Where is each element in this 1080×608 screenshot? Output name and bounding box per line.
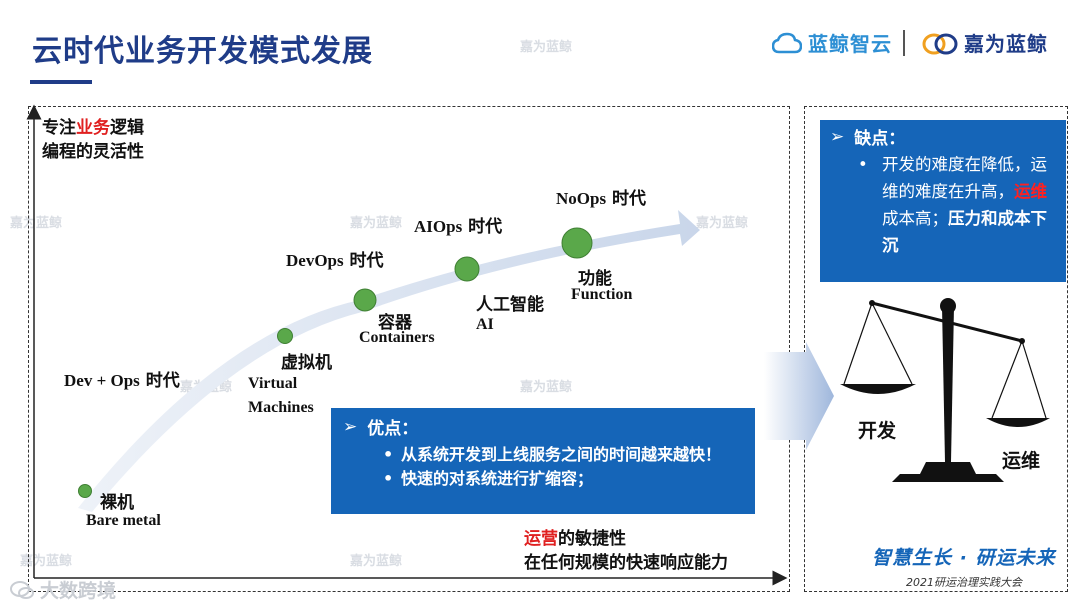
canway-logo: 嘉为蓝鲸 <box>922 28 1048 57</box>
scale-label-ops: 运维 <box>1002 450 1041 472</box>
x-axis-label-suffix: 的敏捷性 <box>558 529 626 549</box>
y-axis-label-prefix: 专注 <box>42 118 76 138</box>
bk-cloud-logo: 蓝鲸智云 <box>772 28 892 57</box>
stage-label-ai-zh: 人工智能 <box>476 295 544 315</box>
cons-box: ➢ 缺点： 开发的难度在降低，运维的难度在升高，运维成本高；压力和成本下沉 <box>820 120 1066 282</box>
stage-node-virtual-machines <box>277 328 293 344</box>
growth-arrow <box>78 210 700 512</box>
stage-label-vm-zh: 虚拟机 <box>281 353 332 373</box>
era-aiops-en: AIOps <box>414 217 463 236</box>
watermark: 嘉为蓝鲸 <box>350 216 403 231</box>
y-axis-label: 专注业务逻辑 编程的灵活性 <box>42 116 144 164</box>
y-axis-label-highlight: 业务 <box>76 118 110 138</box>
chevron-right-icon: ➢ <box>343 416 358 437</box>
logo-divider <box>903 30 905 56</box>
watermark: 嘉为蓝鲸 <box>20 554 73 569</box>
wechat-icon <box>10 580 34 599</box>
x-axis-label: 运营的敏捷性 在任何规模的快速响应能力 <box>524 527 728 575</box>
watermark: 嘉为蓝鲸 <box>350 554 403 569</box>
cons-header: ➢ 缺点： <box>830 124 1056 150</box>
cons-text-highlight: 运维 <box>1014 182 1047 201</box>
evolution-panel <box>28 106 790 592</box>
cloud-icon <box>772 32 802 53</box>
pros-list: 从系统开发到上线服务之间的时间越来越快！ 快速的对系统进行扩缩容； <box>383 443 743 491</box>
stage-label-containers-en: Containers <box>359 329 435 346</box>
stage-label-containers-zh: 容器 <box>378 313 412 333</box>
stage-node-bare-metal <box>78 484 92 498</box>
whale-icon <box>922 33 958 54</box>
stage-label-function-zh: 功能 <box>578 269 612 289</box>
cons-text-1: 开发的难度在降低，运维的难度在升高， <box>882 155 1047 201</box>
era-dev-ops: Dev + Ops 时代 <box>64 366 180 391</box>
cons-text-bold: 压力和成本下沉 <box>882 209 1047 255</box>
stage-node-containers <box>353 288 377 312</box>
bk-cloud-logo-text: 蓝鲸智云 <box>808 32 892 56</box>
conference-name: 2021研运治理实践大会 <box>906 576 1022 589</box>
stage-label-bare-metal-en: Bare metal <box>86 512 161 529</box>
stage-node-function <box>561 227 593 259</box>
cons-item: 开发的难度在降低，运维的难度在升高，运维成本高；压力和成本下沉 <box>858 151 1056 259</box>
page-title: 云时代业务开发模式发展 <box>32 34 373 69</box>
x-axis-label-highlight: 运营 <box>524 529 558 549</box>
stage-label-vm-en: Virtual Machines <box>248 375 314 416</box>
era-aiops: AIOps 时代 <box>414 212 502 237</box>
stage-label-function-en: Function <box>571 286 633 303</box>
watermark: 嘉为蓝鲸 <box>520 40 573 55</box>
pros-box: ➢ 优点： 从系统开发到上线服务之间的时间越来越快！ 快速的对系统进行扩缩容； <box>331 408 755 514</box>
watermark: 嘉为蓝鲸 <box>520 380 573 395</box>
y-axis-label-line2: 编程的灵活性 <box>42 142 144 162</box>
era-devops-zh: 时代 <box>349 251 384 271</box>
pros-item: 从系统开发到上线服务之间的时间越来越快！ <box>383 443 743 467</box>
canway-logo-text: 嘉为蓝鲸 <box>964 32 1048 56</box>
era-noops-en: NoOps <box>556 189 607 208</box>
chevron-right-icon: ➢ <box>830 126 845 147</box>
y-axis-label-suffix: 逻辑 <box>110 118 144 138</box>
pros-title: 优点： <box>367 419 419 439</box>
era-aiops-zh: 时代 <box>468 217 503 237</box>
slogan: 智慧生长 · 研运未来 <box>872 547 1056 569</box>
era-dev-ops-zh: 时代 <box>145 371 180 391</box>
balance-scale-icon <box>840 298 1050 482</box>
bottom-watermark: 大数跨境 <box>10 576 116 603</box>
cons-text-2: 成本高； <box>882 209 948 228</box>
era-noops-zh: 时代 <box>612 189 646 209</box>
transition-arrow <box>764 342 834 450</box>
pros-header: ➢ 优点： <box>343 414 743 440</box>
stage-label-ai-en: AI <box>476 316 494 333</box>
pros-item: 快速的对系统进行扩缩容； <box>383 467 743 491</box>
stage-node-ai <box>454 256 480 282</box>
stage-label-bare-metal-zh: 裸机 <box>100 493 134 513</box>
bottom-watermark-text: 大数跨境 <box>40 580 117 602</box>
era-noops: NoOps 时代 <box>556 184 646 209</box>
era-dev-ops-en: Dev + Ops <box>64 371 140 390</box>
era-devops-en: DevOps <box>286 251 344 270</box>
scale-label-dev: 开发 <box>858 420 897 442</box>
watermark: 嘉为蓝鲸 <box>696 216 749 231</box>
era-devops: DevOps 时代 <box>286 246 384 271</box>
cons-title: 缺点： <box>854 129 906 149</box>
cons-panel <box>804 106 1068 592</box>
title-underline <box>30 80 92 84</box>
watermark: 嘉为蓝鲸 <box>10 216 63 231</box>
x-axis-label-line2: 在任何规模的快速响应能力 <box>524 553 728 573</box>
